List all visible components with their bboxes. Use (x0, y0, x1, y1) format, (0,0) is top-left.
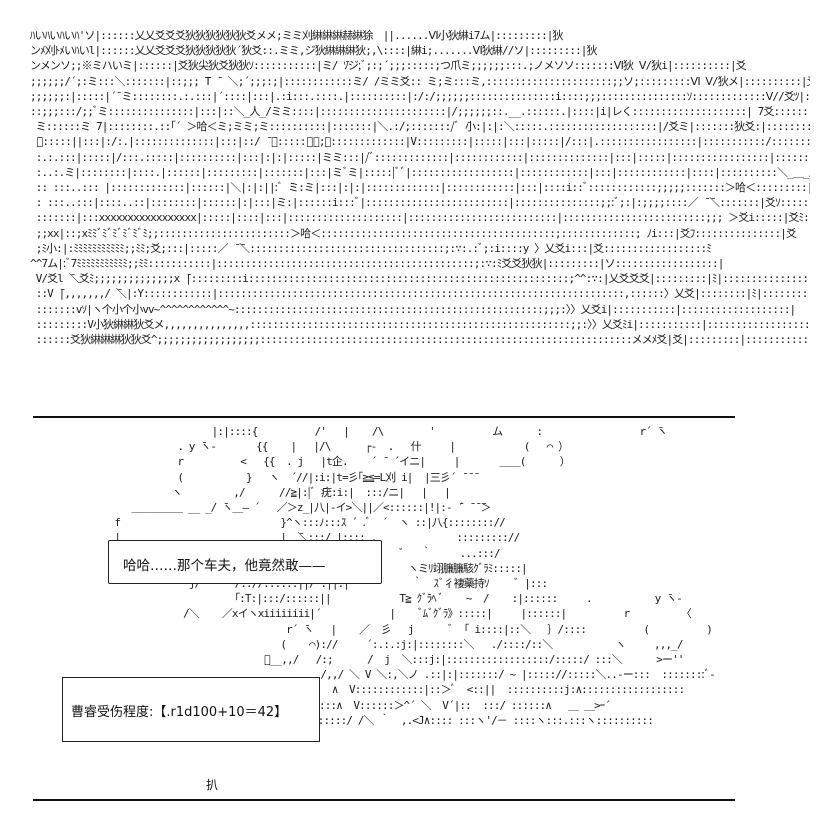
speech-bubble-text: 哈哈……那个车夫，他竟然敢—— (123, 558, 326, 574)
damage-roll-box: 曹睿受伤程度:【.r1d100+10＝42】 (62, 677, 320, 742)
ascii-art-scene-top: ﾊいﾊいﾊいﾊ'ソ|::::::乂乂爻爻爻狄狄狄狄狄狄爻メメ;ミミ刈綝綝綝赫綝狳… (30, 29, 810, 347)
art-glyph-caption: 扒 (206, 778, 219, 792)
panel-divider-bottom (33, 799, 735, 801)
damage-roll-text: 曹睿受伤程度:【.r1d100+10＝42】 (71, 705, 288, 720)
panel-divider-top (33, 416, 735, 418)
speech-bubble: 哈哈……那个车夫，他竟然敢—— (108, 540, 382, 584)
